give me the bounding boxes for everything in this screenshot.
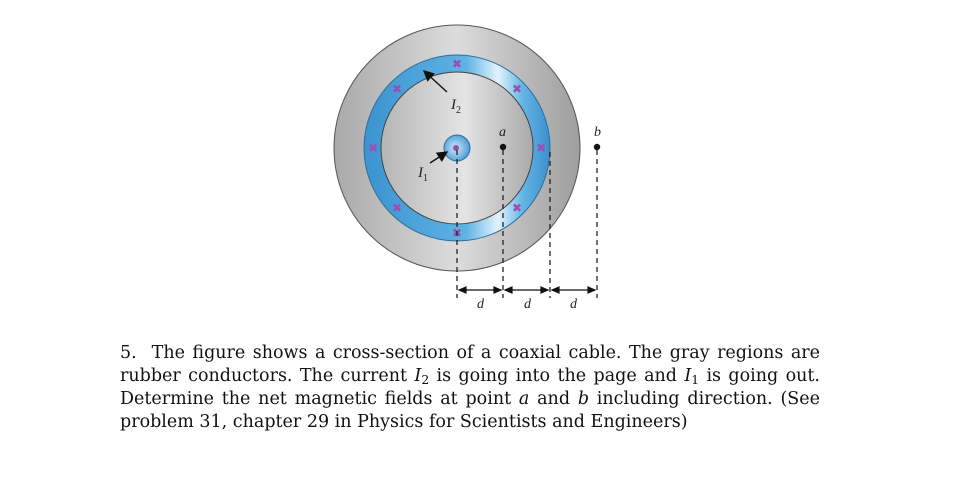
d-label-2: d (524, 297, 532, 312)
line2-text-a: rubber conductors. The current (120, 366, 415, 386)
problem-line-1: 5. The figure shows a cross-section of a… (120, 342, 820, 365)
coaxial-cable-figure: ✖ ✖ ✖ ✖ ✖ ✖ ✖ ✖ I2 I1 a b d d d (333, 24, 601, 312)
i1-label: I1 (417, 165, 428, 184)
point-b (593, 143, 601, 151)
line1-text: The figure shows a cross-section of a co… (151, 343, 820, 363)
i2-label: I2 (450, 97, 461, 116)
problem-line-4: problem 31, chapter 29 in Physics for Sc… (120, 412, 688, 432)
svg-text:✖: ✖ (536, 141, 546, 155)
i1-symbol: I (684, 366, 692, 386)
problem-text: 5. The figure shows a cross-section of a… (120, 342, 820, 434)
line2-text-b: is going into the page and (429, 366, 685, 386)
line2-text-c: is going out. (699, 366, 820, 386)
problem-line-3: Determine the net magnetic fields at poi… (120, 388, 820, 411)
i1-arrow (429, 151, 449, 164)
d-label-1: d (477, 297, 485, 312)
problem-line-2: rubber conductors. The current I2 is goi… (120, 365, 820, 388)
i1-subscript: 1 (691, 373, 700, 387)
point-b-label: b (594, 125, 601, 140)
point-a-symbol: a (518, 389, 530, 409)
problem-number: 5. (120, 343, 137, 363)
svg-text:✖: ✖ (392, 82, 402, 96)
point-b-symbol: b (577, 389, 590, 409)
dashed-guides (456, 150, 598, 298)
svg-text:✖: ✖ (392, 201, 402, 215)
line3-text-b: and (529, 389, 578, 409)
dot-out-of-page-icon (453, 145, 459, 151)
line3-text-c: including direction. (See (589, 389, 820, 409)
i2-symbol: I (414, 366, 422, 386)
svg-text:✖: ✖ (452, 57, 462, 71)
svg-text:✖: ✖ (512, 82, 522, 96)
point-a-label: a (499, 125, 506, 140)
d-label-3: d (570, 297, 578, 312)
svg-text:✖: ✖ (368, 141, 378, 155)
i2-subscript: 2 (421, 373, 430, 387)
point-a (499, 143, 507, 151)
i2-arrow (422, 70, 448, 93)
dimension-arrows (457, 286, 597, 294)
svg-text:✖: ✖ (512, 201, 522, 215)
line3-text-a: Determine the net magnetic fields at poi… (120, 389, 519, 409)
